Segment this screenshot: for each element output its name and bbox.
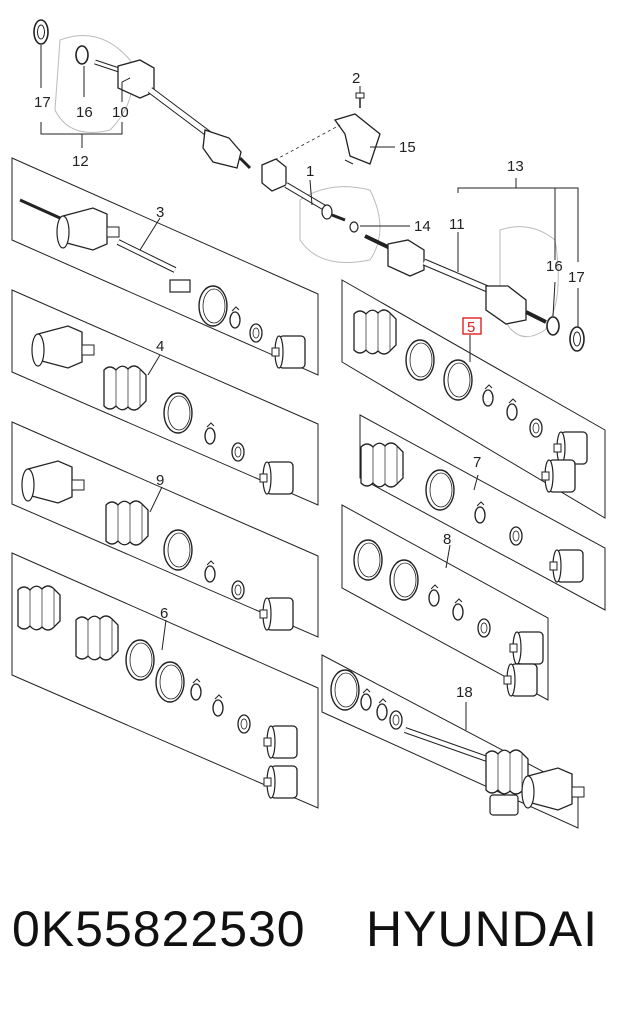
panel-18-shaft-kit	[321, 654, 585, 829]
panel-7-boot-kit	[359, 414, 606, 611]
callout-1: 1	[306, 163, 314, 180]
callout-14: 14	[414, 218, 431, 235]
oil-seal-17-right	[569, 326, 585, 352]
callout-12: 12	[72, 153, 89, 170]
callout-3: 3	[156, 204, 164, 221]
callout-7: 7	[473, 454, 481, 471]
panel-5-boot-kit	[341, 279, 606, 519]
callout-16-right: 16	[546, 258, 563, 275]
highlight-box-callout-5	[462, 317, 482, 335]
callout-2: 2	[352, 70, 360, 87]
diagram-canvas: 2 17 16 10 12 15 1 13 3 14 11 16 17 5 4 …	[11, 19, 606, 829]
callout-15: 15	[399, 139, 416, 156]
callout-5: 5	[467, 319, 475, 336]
snap-ring-16-right	[546, 316, 560, 336]
callout-18: 18	[456, 684, 473, 701]
callout-6: 6	[160, 605, 168, 622]
panel-8-band-kit	[341, 504, 549, 701]
caption-bar: 0K55822530 HYUNDAI	[0, 900, 620, 980]
panel-6-boot-kit	[11, 552, 319, 809]
callout-4: 4	[156, 338, 164, 355]
panel-9-joint-kit	[11, 421, 319, 638]
intermediate-shaft-1	[261, 158, 346, 222]
callout-8: 8	[443, 531, 451, 548]
upper-assembly	[33, 19, 585, 352]
bracket-15	[333, 113, 381, 165]
callout-9: 9	[156, 472, 164, 489]
left-drive-shaft	[94, 59, 252, 170]
callout-11: 11	[449, 216, 465, 233]
o-ring-14	[349, 221, 359, 233]
callout-labels: 2 17 16 10 12 15 1 13 3 14 11 16 17 5 4 …	[34, 70, 585, 701]
callout-16-left: 16	[76, 104, 93, 121]
upper-leader-lines	[40, 45, 579, 327]
callout-13: 13	[507, 158, 524, 175]
part-number: 0K55822530	[12, 901, 306, 957]
panel-4-joint-kit	[11, 289, 319, 506]
right-drive-shaft	[364, 234, 547, 325]
snap-ring-16-left	[75, 45, 89, 65]
drive-shaft-exploded-diagram: 2 17 16 10 12 15 1 13 3 14 11 16 17 5 4 …	[11, 19, 606, 829]
callout-10: 10	[112, 104, 129, 121]
brand-name: HYUNDAI	[366, 901, 599, 957]
bolt-2	[355, 92, 365, 108]
callout-17-right: 17	[568, 269, 585, 286]
panel-3-shaft-kit	[11, 157, 319, 376]
callout-17-left: 17	[34, 94, 51, 111]
oil-seal-17-left	[33, 19, 49, 45]
